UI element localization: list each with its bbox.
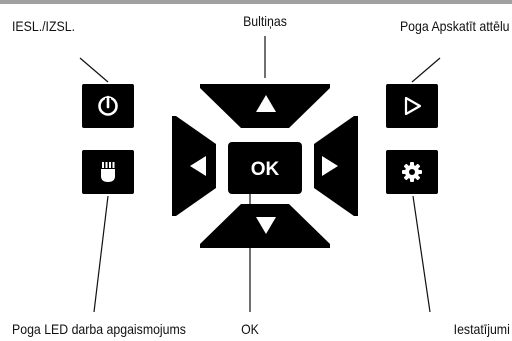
ok-button[interactable] [228,142,302,194]
led-button[interactable] [82,150,134,194]
led-light-icon [101,162,115,182]
label-power: IESL./IZSL. [12,18,76,34]
top-bar [0,0,512,4]
label-led: Poga LED darba apgaismojums [12,321,186,337]
leader-line-power [79,57,109,83]
arrow-up-icon [256,95,276,112]
label-ok: OK [241,321,259,337]
power-icon [98,95,118,116]
arrow-right-icon [322,156,338,176]
ok-button-text: OK [251,159,280,180]
leader-line-led [93,195,109,313]
gear-icon [402,162,422,182]
leader-line-settings [412,195,431,313]
arrow-left-icon [190,156,206,176]
power-button[interactable] [82,84,134,128]
view-images-button[interactable] [386,84,438,128]
label-view-images: Poga Apskatīt attēlu [400,18,510,34]
settings-button[interactable] [386,150,438,194]
leader-line-view-images [411,57,441,83]
label-settings: Iestatījumi [453,321,510,337]
play-icon [404,96,422,116]
label-arrows: Bultiņas [243,13,287,29]
arrow-down-icon [256,217,276,234]
